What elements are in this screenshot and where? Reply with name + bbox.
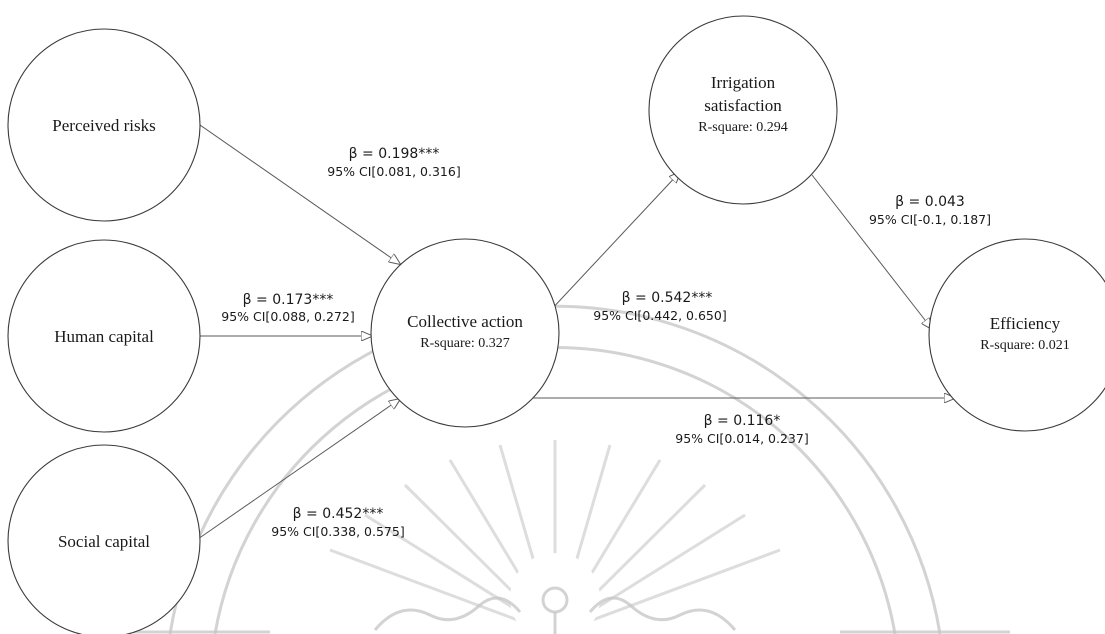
node-perceived-risks: Perceived risks	[7, 28, 201, 222]
edge-label-social-capital-to-collective-action: β = 0.452*** 95% CI[0.338, 0.575]	[271, 506, 404, 539]
node-irrigation-satisfaction-rsquare: R-square: 0.294	[698, 120, 787, 135]
edge-label-risks-to-collective-action: β = 0.198*** 95% CI[0.081, 0.316]	[327, 146, 460, 179]
node-perceived-risks-title: Perceived risks	[52, 116, 155, 135]
node-social-capital: Social capital	[7, 444, 201, 634]
node-efficiency-title: Efficiency	[990, 314, 1061, 333]
watermark-emblem	[100, 304, 1010, 634]
edge-label-beta: β = 0.173***	[243, 292, 334, 308]
edge-collective-action-to-irrigation	[534, 172, 680, 328]
edge-label-ci: 95% CI[0.014, 0.237]	[675, 431, 808, 446]
edge-label-irrigation-to-efficiency: β = 0.043 95% CI[-0.1, 0.187]	[869, 194, 991, 227]
node-social-capital-title: Social capital	[58, 532, 150, 551]
node-efficiency-rsquare: R-square: 0.021	[980, 338, 1069, 353]
edge-label-ci: 95% CI[0.442, 0.650]	[593, 308, 726, 323]
edge-label-ci: 95% CI[0.088, 0.272]	[221, 309, 354, 324]
node-human-capital-title: Human capital	[54, 327, 154, 346]
node-human-capital: Human capital	[7, 239, 201, 433]
edge-label-human-capital-to-collective-action: β = 0.173*** 95% CI[0.088, 0.272]	[221, 292, 354, 324]
edge-label-beta: β = 0.198***	[349, 146, 440, 162]
edge-label-collective-action-to-efficiency: β = 0.116* 95% CI[0.014, 0.237]	[675, 413, 808, 446]
node-irrigation-satisfaction: Irrigation satisfaction R-square: 0.294	[648, 15, 838, 205]
edge-label-ci: 95% CI[0.338, 0.575]	[271, 524, 404, 539]
node-collective-action-rsquare: R-square: 0.327	[420, 336, 509, 351]
node-collective-action: Collective action R-square: 0.327	[370, 238, 560, 428]
edge-label-collective-action-to-irrigation: β = 0.542*** 95% CI[0.442, 0.650]	[593, 290, 726, 323]
edge-label-beta: β = 0.542***	[622, 290, 713, 306]
edge-social-capital-to-collective-action	[197, 399, 400, 540]
node-irrigation-satisfaction-title-line2: satisfaction	[704, 96, 782, 115]
node-irrigation-satisfaction-title-line1: Irrigation	[711, 73, 776, 92]
node-efficiency: Efficiency R-square: 0.021	[928, 238, 1105, 432]
edge-risks-to-collective-action	[199, 124, 400, 264]
edge-label-beta: β = 0.116*	[704, 413, 781, 429]
edge-label-beta: β = 0.452***	[293, 506, 384, 522]
edges	[197, 124, 955, 540]
edge-irrigation-to-efficiency	[811, 174, 932, 329]
node-collective-action-title: Collective action	[407, 312, 523, 331]
edge-label-ci: 95% CI[-0.1, 0.187]	[869, 212, 991, 227]
edge-label-ci: 95% CI[0.081, 0.316]	[327, 164, 460, 179]
edge-label-beta: β = 0.043	[895, 194, 965, 210]
